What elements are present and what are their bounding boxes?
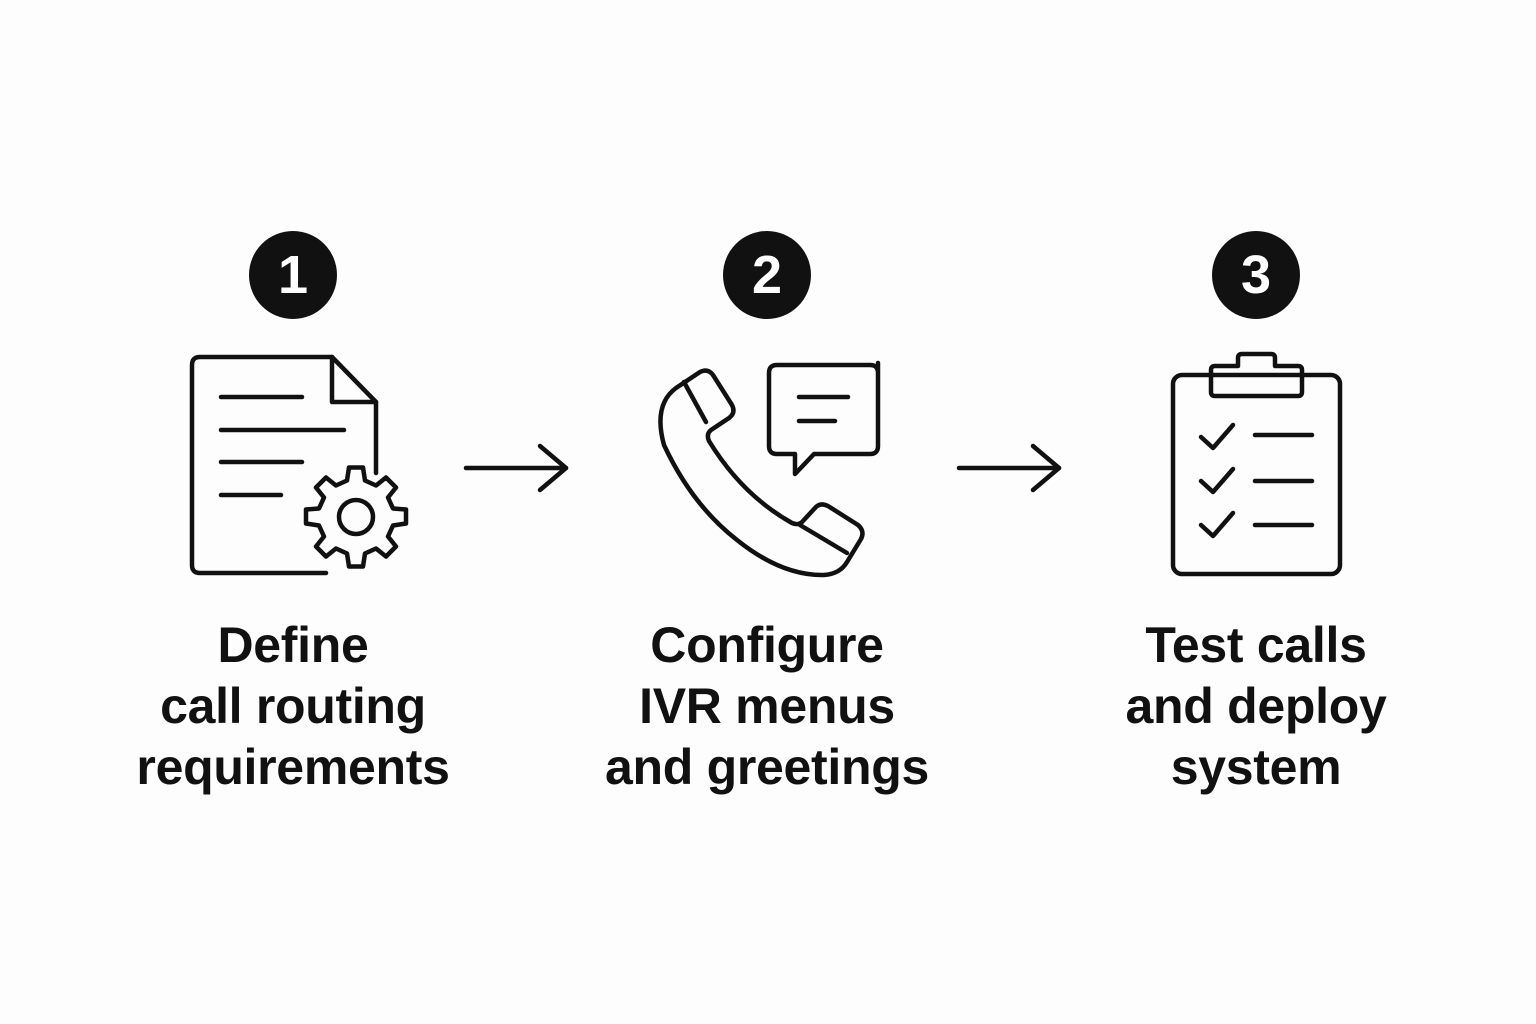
step-2-label-line: IVR menus [639, 678, 895, 734]
document-gear-icon [168, 345, 418, 595]
step-1-label-line: Define [217, 617, 369, 673]
arrow-right-icon [462, 440, 572, 496]
step-3-label-line: system [1170, 739, 1342, 795]
step-2-number-badge: 2 [723, 231, 811, 319]
step-3-label-line: Test calls [1145, 617, 1367, 673]
step-3-label-line: and deploy [1125, 678, 1387, 734]
step-1-label: Define call routing requirements [53, 615, 533, 798]
step-2-label-line: Configure [650, 617, 884, 673]
step-3: 3 Test calls and deploy system [1016, 0, 1496, 1024]
step-1: 1 Define call routing r [53, 0, 533, 1024]
step-1-label-line: requirements [136, 739, 450, 795]
step-3-number-badge: 3 [1212, 231, 1300, 319]
step-3-label: Test calls and deploy system [1016, 615, 1496, 798]
arrow-right-icon [955, 440, 1065, 496]
step-2-label: Configure IVR menus and greetings [527, 615, 1007, 798]
step-1-number-badge: 1 [249, 231, 337, 319]
step-2: 2 Configure IVR menus and greetings [527, 0, 1007, 1024]
step-1-label-line: call routing [160, 678, 426, 734]
step-2-label-line: and greetings [605, 739, 929, 795]
clipboard-checklist-icon [1131, 345, 1381, 595]
phone-chat-icon [642, 345, 892, 595]
